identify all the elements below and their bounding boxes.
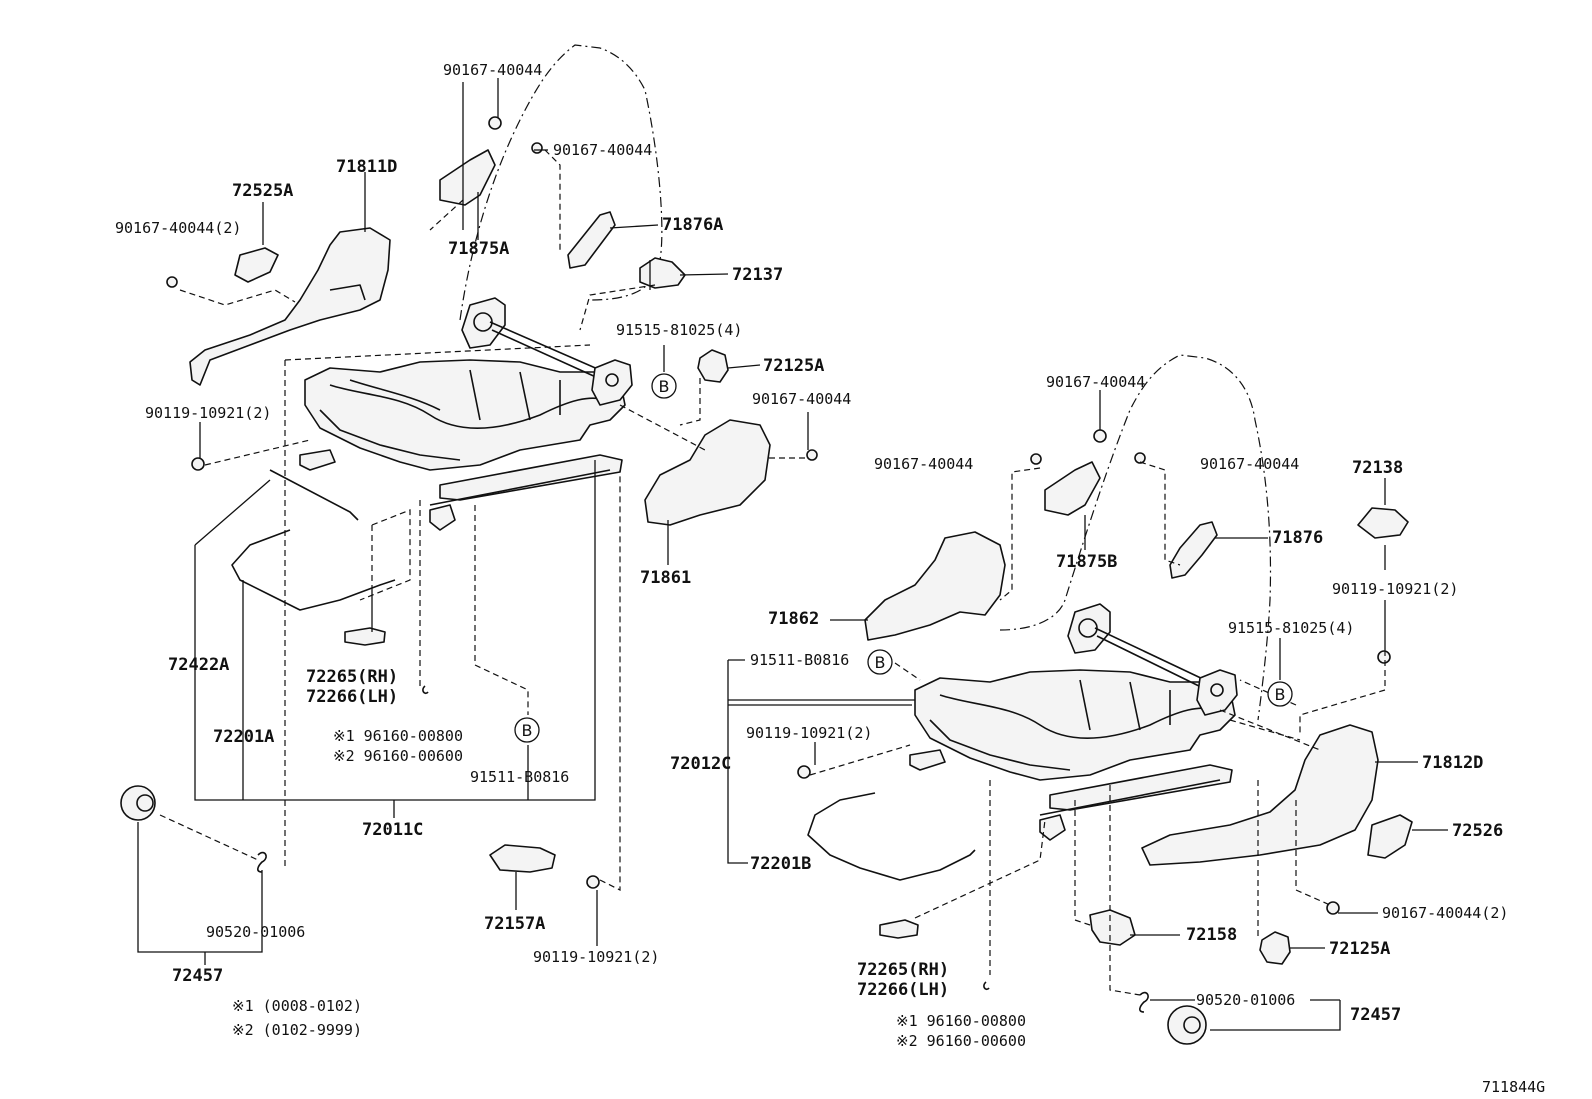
label-72201A: 72201A [213,727,274,747]
label-71811D: 71811D [336,157,397,177]
label-72138: 72138 [1352,458,1403,478]
left-cover-72137 [639,257,686,289]
legend-note-1: ※1 (0008-0102) [232,997,362,1015]
right-screws [797,429,1391,991]
left-cover-72157A [489,844,556,873]
label-72266-lh: 72266(LH) [857,980,949,1000]
left-bracket-71875A [439,149,496,206]
left-clip-72125A [697,349,729,383]
left-seat-frame [299,297,633,531]
label-71876A: 71876A [662,215,723,235]
right-sensor-72265 [879,919,919,939]
right-side-shield-71862 [864,531,1006,641]
left-knob-cover-72525A [234,247,279,283]
label-91515-81025: 91515-81025(4) [1228,619,1354,637]
label-72012C: 72012C [670,754,731,774]
right-side-shield-71812D [1141,724,1379,866]
label-90119-10921: 90119-10921(2) [145,404,271,422]
right-cover-72138 [1357,507,1409,539]
left-clip-90520 [257,851,267,873]
label-72525A: 72525A [232,181,293,201]
right-clip-90520 [1139,991,1149,1013]
left-bracket-71876A [567,211,616,269]
label-72266-lh: 72266(LH) [306,687,398,707]
label-90167-40044-2: 90167-40044(2) [1382,904,1508,922]
label-96160-00800: ※1 96160-00800 [896,1012,1026,1030]
right-leaders [727,390,1448,1031]
right-wire-72201B [807,792,976,881]
label-96160-00800: ※1 96160-00800 [333,727,463,745]
right-ref-b-marker-1: B [867,649,893,675]
label-72125A: 72125A [1329,939,1390,959]
label-90119-10921: 90119-10921(2) [1332,580,1458,598]
label-71876: 71876 [1272,528,1323,548]
label-71875A: 71875A [448,239,509,259]
label-72158: 72158 [1186,925,1237,945]
label-72157A: 72157A [484,914,545,934]
label-90167-40044-2: 90167-40044(2) [115,219,241,237]
label-90119-10921: 90119-10921(2) [533,948,659,966]
right-bracket-71875B [1044,461,1101,516]
left-screws [166,116,818,889]
label-90167-40044: 90167-40044 [752,390,851,408]
label-72137: 72137 [732,265,783,285]
left-wire-72201A [231,529,396,611]
left-knob-72457 [120,785,156,821]
label-96160-00600: ※2 96160-00600 [896,1032,1026,1050]
label-90167-40044: 90167-40044 [1046,373,1145,391]
right-clip-72125A [1259,931,1291,965]
legend-note-2: ※2 (0102-9999) [232,1021,362,1039]
label-90520-01006: 90520-01006 [1196,991,1295,1009]
left-leaders [137,78,809,965]
svg-text:B: B [1275,685,1286,704]
label-71862: 71862 [768,609,819,629]
right-cover-72158 [1089,909,1136,946]
svg-text:B: B [522,721,533,740]
svg-text:B: B [659,377,670,396]
label-90119-10921: 90119-10921(2) [746,724,872,742]
label-71812D: 71812D [1422,753,1483,773]
label-71861: 71861 [640,568,691,588]
left-ref-b-marker-1: B [651,373,677,399]
label-72422A: 72422A [168,655,229,675]
svg-text:B: B [875,653,886,672]
right-backrest-outline [999,354,1272,721]
right-seat-frame [909,603,1238,841]
left-rod-72422A [269,469,359,521]
left-recliner-cover-71861 [644,419,771,526]
diagram-code: 711844G [1482,1078,1545,1096]
label-90520-01006: 90520-01006 [206,923,305,941]
left-seat-assembly: B B 90167-40044 90167-40044 71811D 72525… [115,44,851,1039]
label-72011C: 72011C [362,820,423,840]
label-96160-00600: ※2 96160-00600 [333,747,463,765]
right-knob-cover-72526 [1367,814,1413,859]
label-91515-81025: 91515-81025(4) [616,321,742,339]
label-72265-rh: 72265(RH) [306,667,398,687]
left-ref-b-marker-2: B [514,717,540,743]
label-72125A: 72125A [763,356,824,376]
right-seat-assembly: B B 90167-40044 90167-40044 90167-40044 … [670,354,1508,1050]
label-72265-rh: 72265(RH) [857,960,949,980]
label-90167-40044: 90167-40044 [874,455,973,473]
left-backrest-outline [459,44,663,321]
label-72457: 72457 [1350,1005,1401,1025]
right-ref-b-marker-2: B [1267,681,1293,707]
label-91511-B0816: 91511-B0816 [750,651,849,669]
left-sensor-72265 [344,627,386,646]
label-90167-40044: 90167-40044 [1200,455,1299,473]
label-72526: 72526 [1452,821,1503,841]
label-72457: 72457 [172,966,223,986]
right-knob-72457 [1167,1005,1207,1045]
label-71875B: 71875B [1056,552,1117,572]
label-90167-40044: 90167-40044 [443,61,542,79]
label-90167-40044: 90167-40044 [553,141,652,159]
left-side-shield-71811D [189,227,391,386]
label-72201B: 72201B [750,854,811,874]
right-bracket-71876 [1169,521,1218,579]
label-91511-B0816: 91511-B0816 [470,768,569,786]
